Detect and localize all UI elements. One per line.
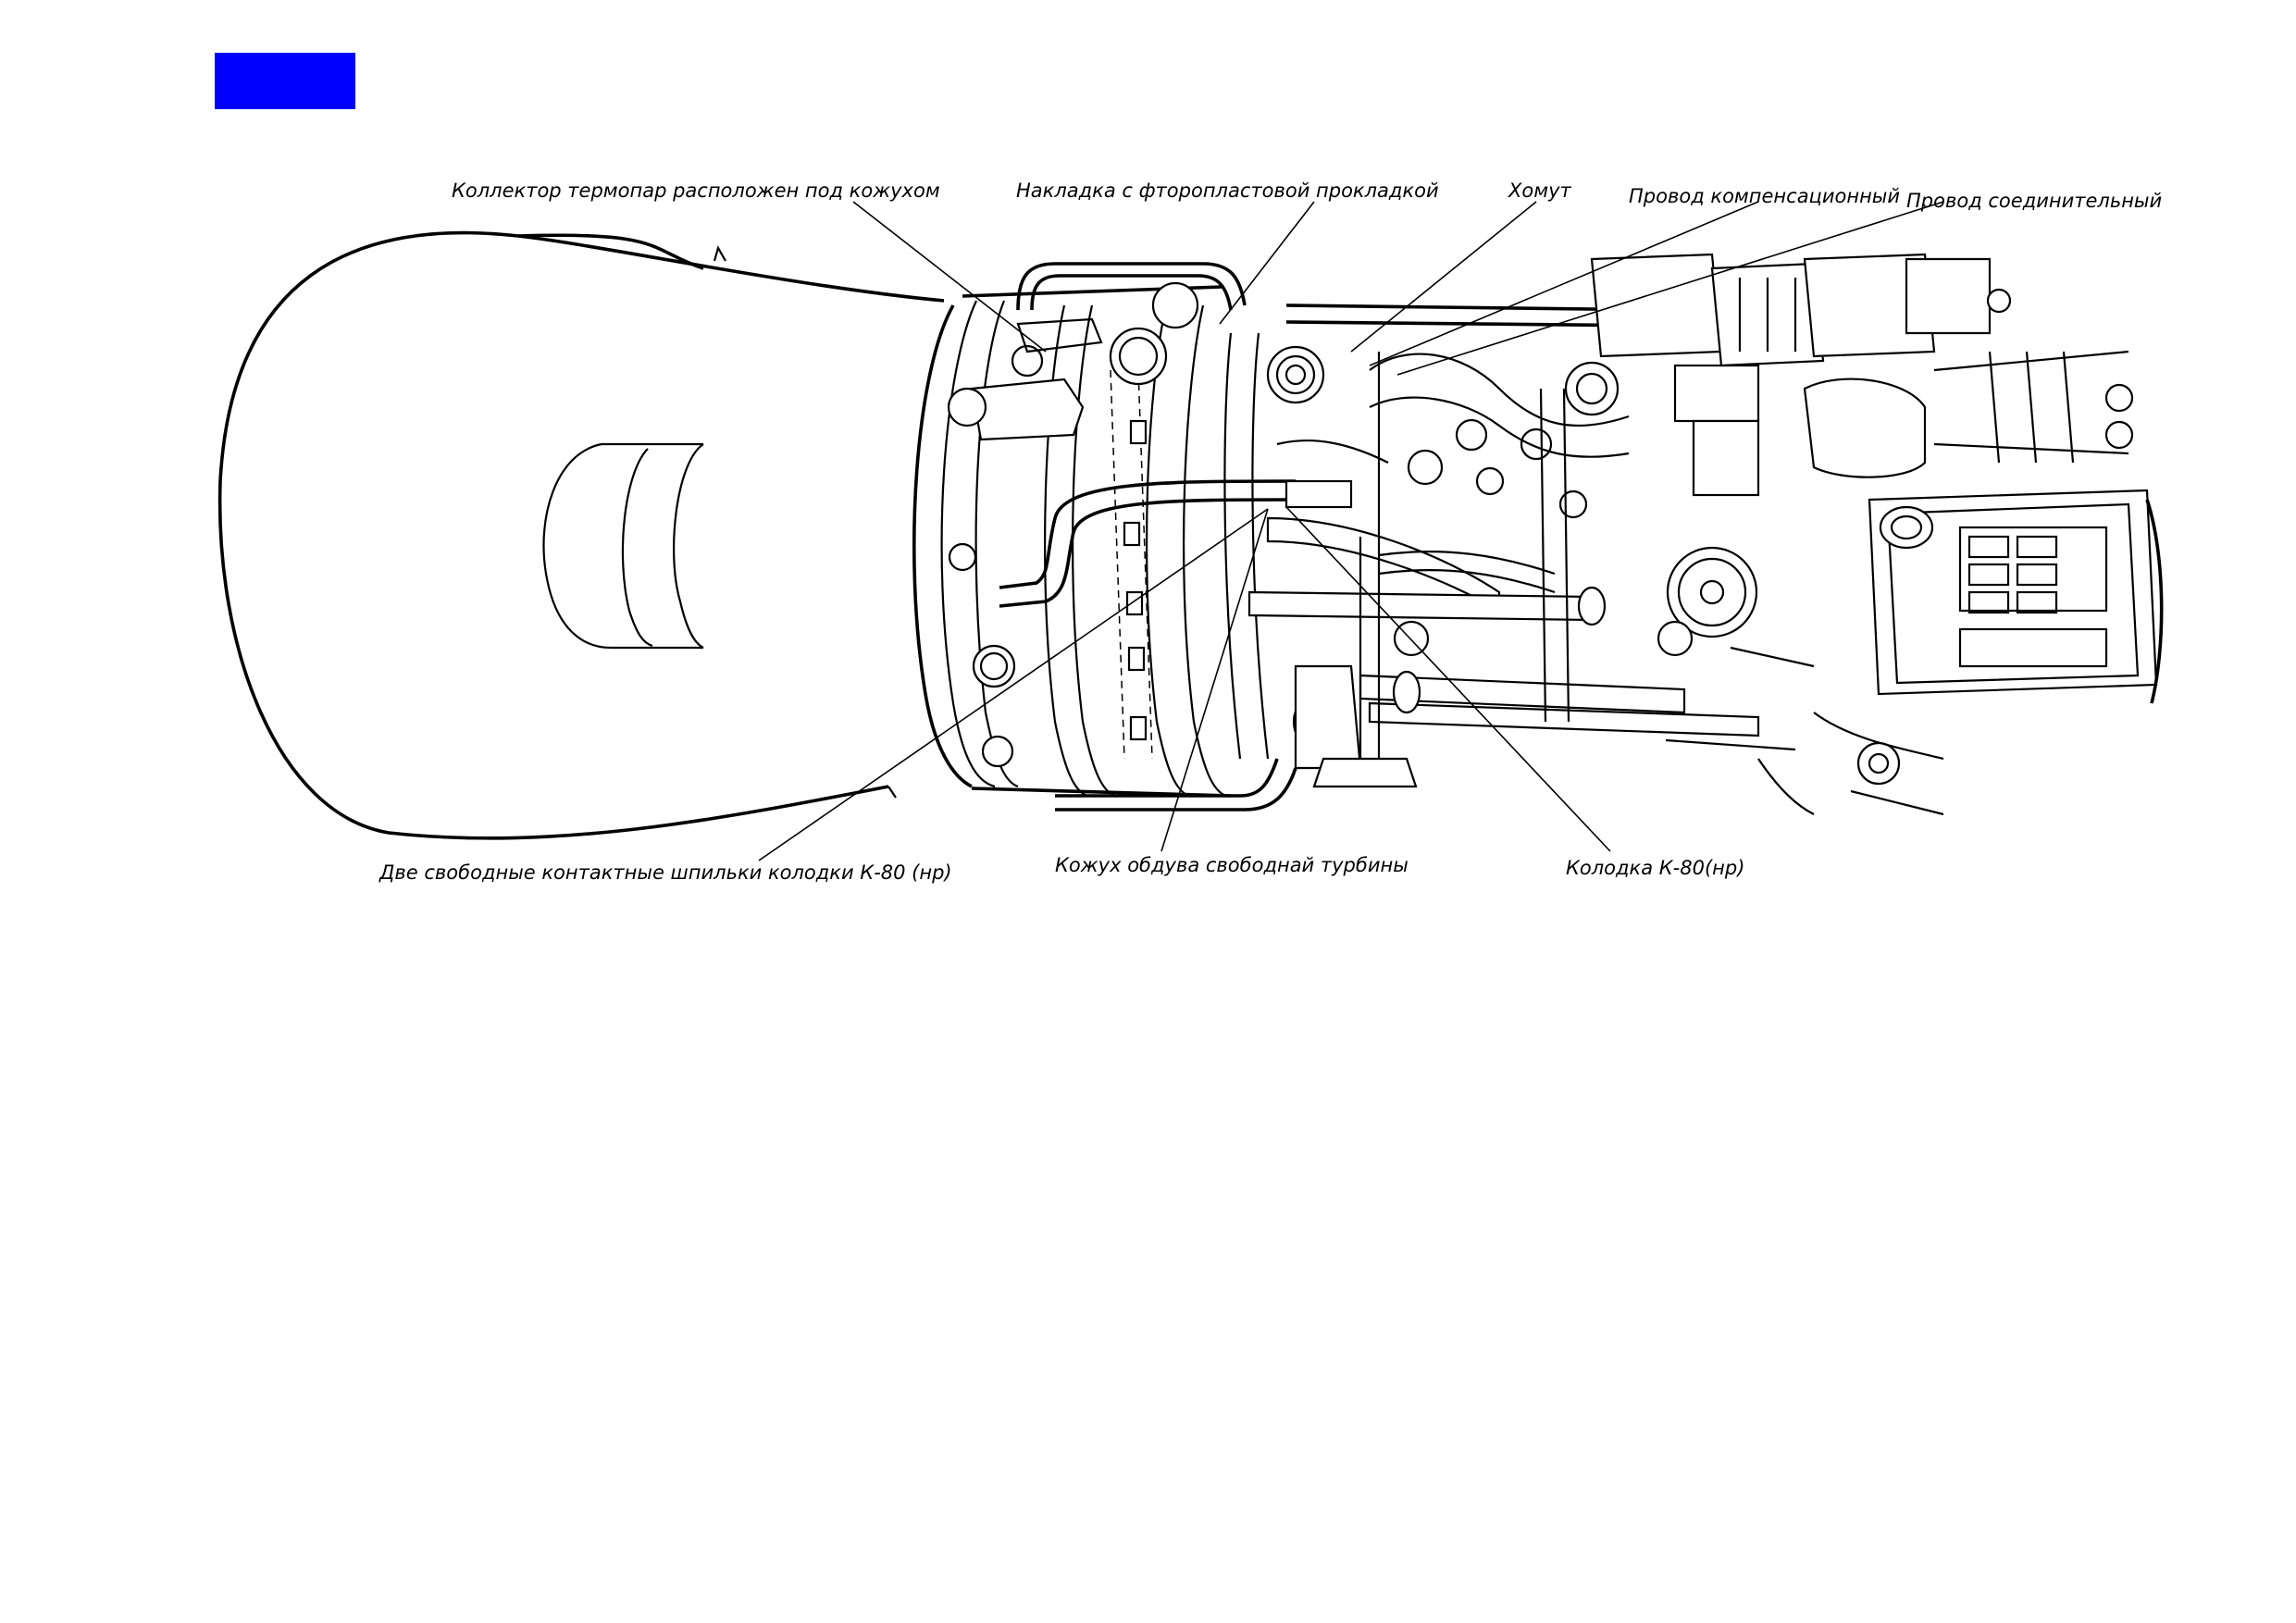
- callout-labels: Коллектор термопар расположен под кожухо…: [379, 180, 2162, 884]
- exhaust-nozzle: [217, 230, 945, 840]
- label-thermocouple-collector: Коллектор термопар расположен под кожухо…: [452, 180, 940, 202]
- leader-lines: [758, 201, 1944, 861]
- label-connecting-wire: Провод соединительный: [1906, 190, 2162, 212]
- label-terminal-block: Колодка К-80(нр): [1566, 857, 1744, 879]
- gearbox-section: [1590, 253, 2134, 816]
- label-fluoroplastic-pad: Накладка с фторопластовой прокладкой: [1016, 180, 1439, 202]
- label-free-contact-pins: Две свободные контактные шпильки колодки…: [379, 861, 952, 884]
- center-section: [1223, 332, 1760, 788]
- label-compensation-wire: Провод компенсационный: [1629, 185, 1900, 207]
- engine-body: [912, 262, 1667, 812]
- label-clamp: Хомут: [1508, 180, 1572, 202]
- blue-badge: [215, 53, 355, 109]
- label-free-turbine-cowl: Кожух обдува свободнай турбины: [1055, 854, 1409, 876]
- right-panel: [1868, 489, 2164, 704]
